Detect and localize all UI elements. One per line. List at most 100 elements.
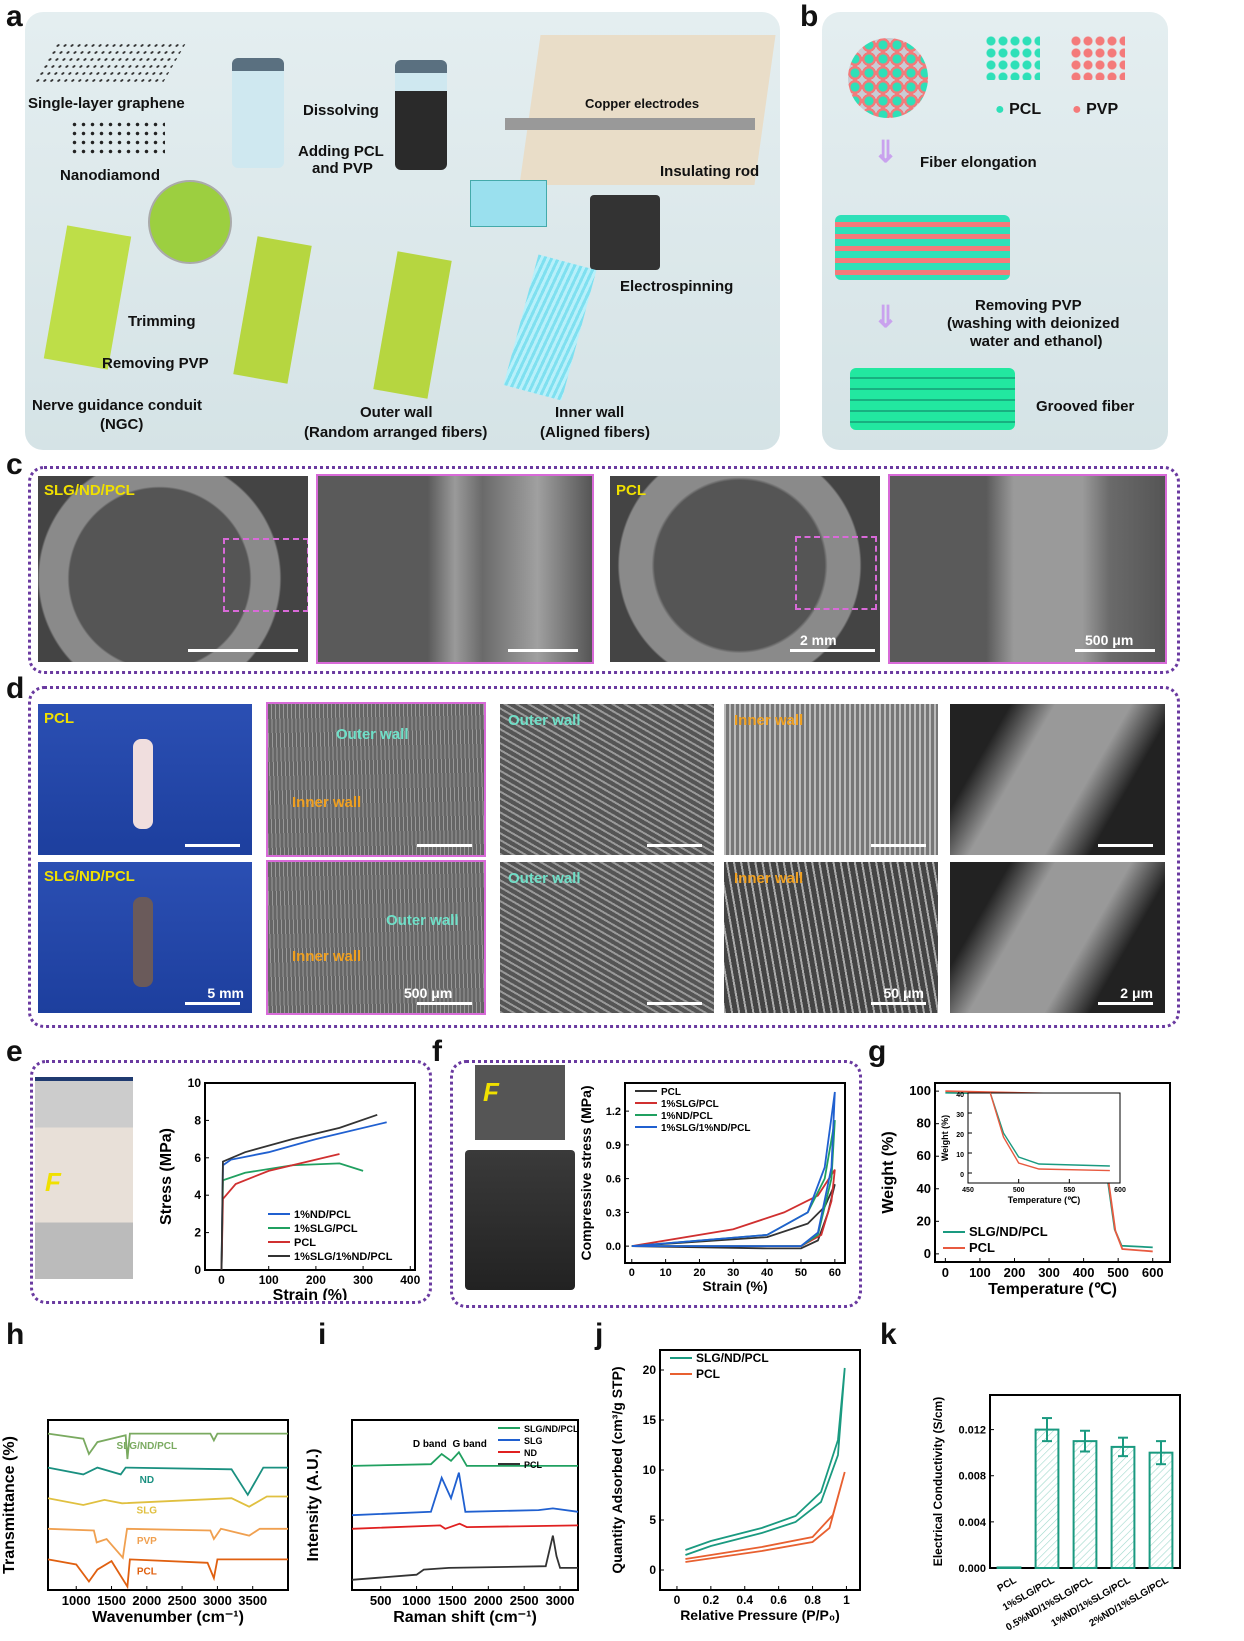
y-axis-label: Compressive stress (MPa) [578,1085,594,1260]
y-tick-label: 10 [188,1076,202,1090]
legend-label: 1%SLG/1%ND/PCL [294,1251,393,1263]
trimming-label: Trimming [128,313,196,330]
sem-cross-section-slg: SLG/ND/PCL [38,476,308,662]
x-tick-label: 0 [629,1267,635,1279]
scale-bar [1075,649,1155,652]
plot-area [967,1092,1121,1184]
removing-pvp-label-b: Removing PVP [975,297,1082,314]
x-axis-label: Temperature (℃) [988,1281,1117,1298]
y-tick-label: 10 [643,1463,657,1477]
series-line-nd [47,1466,288,1497]
sem-outer-wall: Outer wall [500,862,714,1013]
panel-label-d: d [6,672,25,705]
x-tick-label: 550 [1063,1187,1075,1194]
x-tick-label: 1 [843,1593,850,1607]
graphene-label: Single-layer graphene [28,95,185,112]
x-tick-label: 50 [795,1267,807,1279]
y-tick-label: 2 [194,1226,201,1240]
zoom-region [795,536,877,610]
x-tick-label: 450 [962,1187,974,1194]
sem-single-fiber [950,704,1165,855]
panel-label-j: j [595,1318,604,1351]
y-tick-label: 10 [956,1152,964,1159]
legend-label: 1%ND/PCL [661,1111,713,1122]
sem-outer-wall: Outer wall [500,704,714,855]
outer-wall-desc: (Random arranged fibers) [304,424,488,441]
series-line-pcl [351,1535,578,1581]
blend-droplet-icon [848,38,928,118]
scale-label: 2 μm [1120,985,1153,1001]
panel-label-h: h [6,1318,25,1351]
magnified-wall-icon [148,180,232,264]
scale-label: 500 μm [1085,632,1134,648]
x-tick-label: 500 [1107,1265,1129,1280]
x-tick-label: 2500 [510,1593,539,1608]
scale-bar [188,649,298,652]
panel-label-a: a [6,0,23,33]
scale-bar [871,1002,926,1005]
legend-label: PCL [696,1367,720,1381]
series-line-pcl [47,1558,288,1590]
pcl-particles-icon [985,35,1040,80]
y-tick-label: 0.6 [606,1174,621,1186]
x-tick-label: 300 [353,1273,373,1287]
scale-bar [417,1002,472,1005]
y-tick-label: 0.004 [958,1517,986,1529]
x-tick-label: 20 [693,1267,705,1279]
blend-fiber-icon [835,215,1010,280]
y-tick-label: 0 [194,1263,201,1277]
ngc-label: Nerve guidance conduit [32,397,203,414]
y-tick-label: 80 [917,1116,931,1131]
x-tick-label: 500 [1013,1187,1025,1194]
panel-label-g: g [868,1035,887,1068]
legend-label: PCL [294,1237,316,1249]
pcl-legend-label: PCL [1009,101,1042,118]
x-axis-label: Wavenumber (cm⁻¹) [92,1609,244,1626]
sample-photo: PCL [38,704,252,855]
legend-label: SLG [524,1436,543,1446]
vial-clear-icon [232,58,284,168]
y-tick-label: 0.0 [606,1241,621,1253]
sem-wall-zoom-pcl: 500 μm [888,474,1167,664]
x-tick-label: 0.6 [770,1593,787,1607]
x-tick-label: 400 [400,1273,420,1287]
electrospinning-label: Electrospinning [620,278,734,295]
y-tick-label: 40 [917,1181,931,1196]
conduit-photo [133,897,153,987]
pvp-dot-icon: ● [1072,101,1087,118]
panel-d-frame [28,686,1180,1028]
y-tick-label: 0.008 [958,1471,986,1483]
x-axis-label: Strain (%) [273,1287,348,1300]
sem-inner-wall: Inner wall [724,704,938,855]
panel-label-e: e [6,1035,23,1068]
panel-f-frame [450,1060,862,1308]
outer-wall-label: Outer wall [508,712,581,729]
series-label: ND [140,1475,154,1486]
x-tick-label: 100 [259,1273,279,1287]
outer-wall-label: Outer wall [508,870,581,887]
inner-wall-label: Inner wall [734,712,804,729]
copper-electrodes-label: Copper electrodes [585,96,700,111]
nanodiamond-label: Nanodiamond [60,167,160,184]
pvp-legend-label: PVP [1086,101,1119,118]
inner-wall-label: Inner wall [292,794,362,811]
pvp-particles-icon [1070,35,1125,80]
y-tick-label: 0 [649,1563,656,1577]
x-axis-label: Relative Pressure (P/P₀) [680,1607,840,1623]
x-tick-label: 30 [727,1267,739,1279]
chart-k-conductivity: 0.0000.0040.0080.012PCL1%SLG/PCL0.5%ND/1… [931,1394,1181,1634]
scale-bar [185,1002,240,1005]
bar-1 [1034,1428,1060,1569]
x-tick-label: 200 [306,1273,326,1287]
legend-label: SLG/ND/PCL [696,1351,769,1365]
x-tick-label: 1500 [97,1593,126,1608]
scale-label: 50 μm [883,985,924,1001]
x-tick-label: 10 [659,1267,671,1279]
panel-e-frame [30,1060,432,1304]
series-line-slg-nd-pcl [685,1367,846,1556]
plot-area [204,1082,416,1271]
